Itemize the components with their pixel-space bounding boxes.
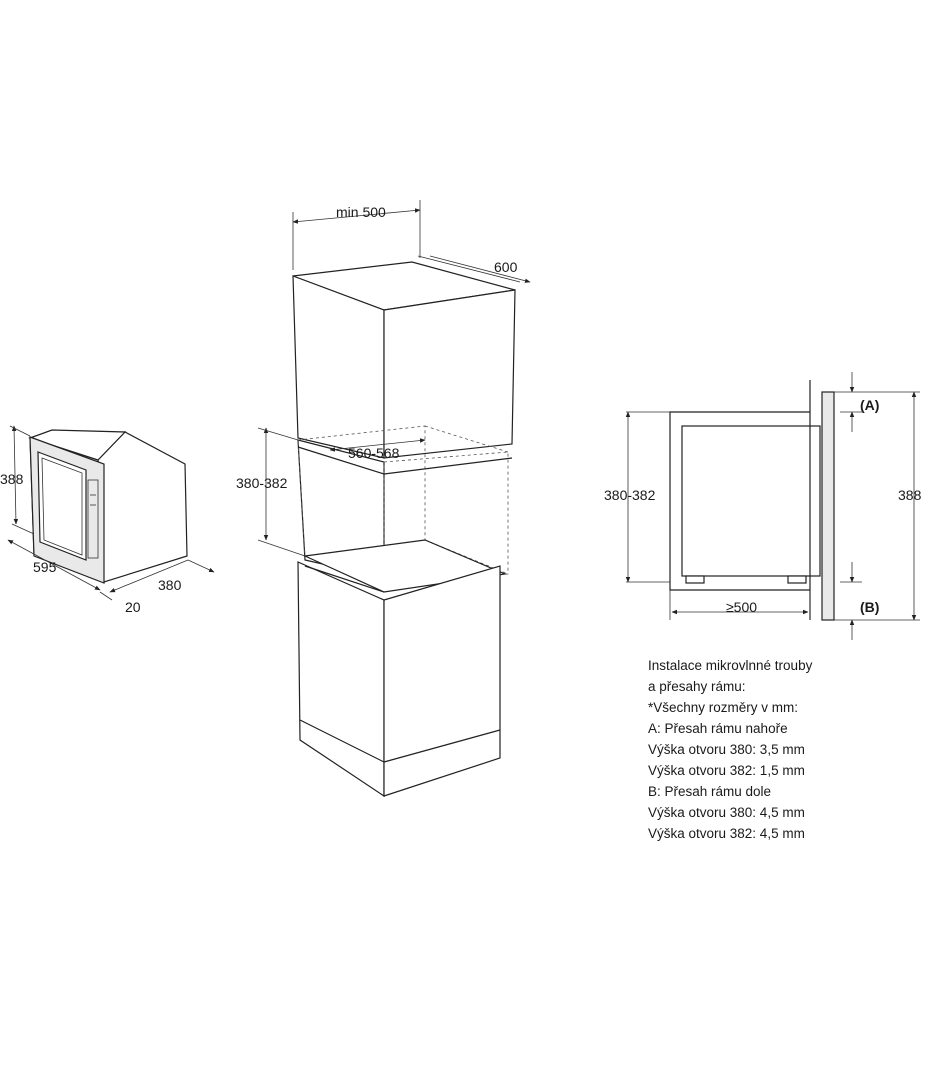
note-line: Výška otvoru 380: 3,5 mm	[648, 742, 805, 757]
total-height-label: 388	[898, 487, 922, 503]
overhang-a-label: (A)	[860, 397, 879, 413]
microwave-drawing	[7, 425, 215, 601]
note-line: Výška otvoru 382: 4,5 mm	[648, 826, 805, 841]
note-line: *Všechny rozměry v mm:	[648, 700, 799, 715]
opening-height-label: 380-382	[604, 487, 656, 503]
section-drawing	[625, 372, 920, 640]
microwave-height-label: 388	[0, 471, 24, 487]
section-depth-label: ≥500	[726, 599, 757, 615]
cabinet-min-width-label: min 500	[336, 204, 386, 220]
note-line: Výška otvoru 382: 1,5 mm	[648, 763, 805, 778]
note-line: a přesahy rámu:	[648, 679, 746, 694]
microwave-frame-label: 20	[125, 599, 141, 615]
installation-notes: Instalace mikrovlnné trouby a přesahy rá…	[648, 655, 918, 844]
niche-width-label: 560-568	[348, 445, 400, 461]
overhang-b-label: (B)	[860, 599, 879, 615]
microwave-width-label: 595	[33, 559, 57, 575]
niche-height-label: 380-382	[236, 475, 288, 491]
note-line: Instalace mikrovlnné trouby	[648, 658, 813, 673]
microwave-depth-label: 380	[158, 577, 182, 593]
note-line: A: Přesah rámu nahoře	[648, 721, 788, 736]
cabinet-drawing	[257, 200, 531, 798]
cabinet-depth-label: 600	[494, 259, 518, 275]
note-line: Výška otvoru 380: 4,5 mm	[648, 805, 805, 820]
note-line: B: Přesah rámu dole	[648, 784, 772, 799]
